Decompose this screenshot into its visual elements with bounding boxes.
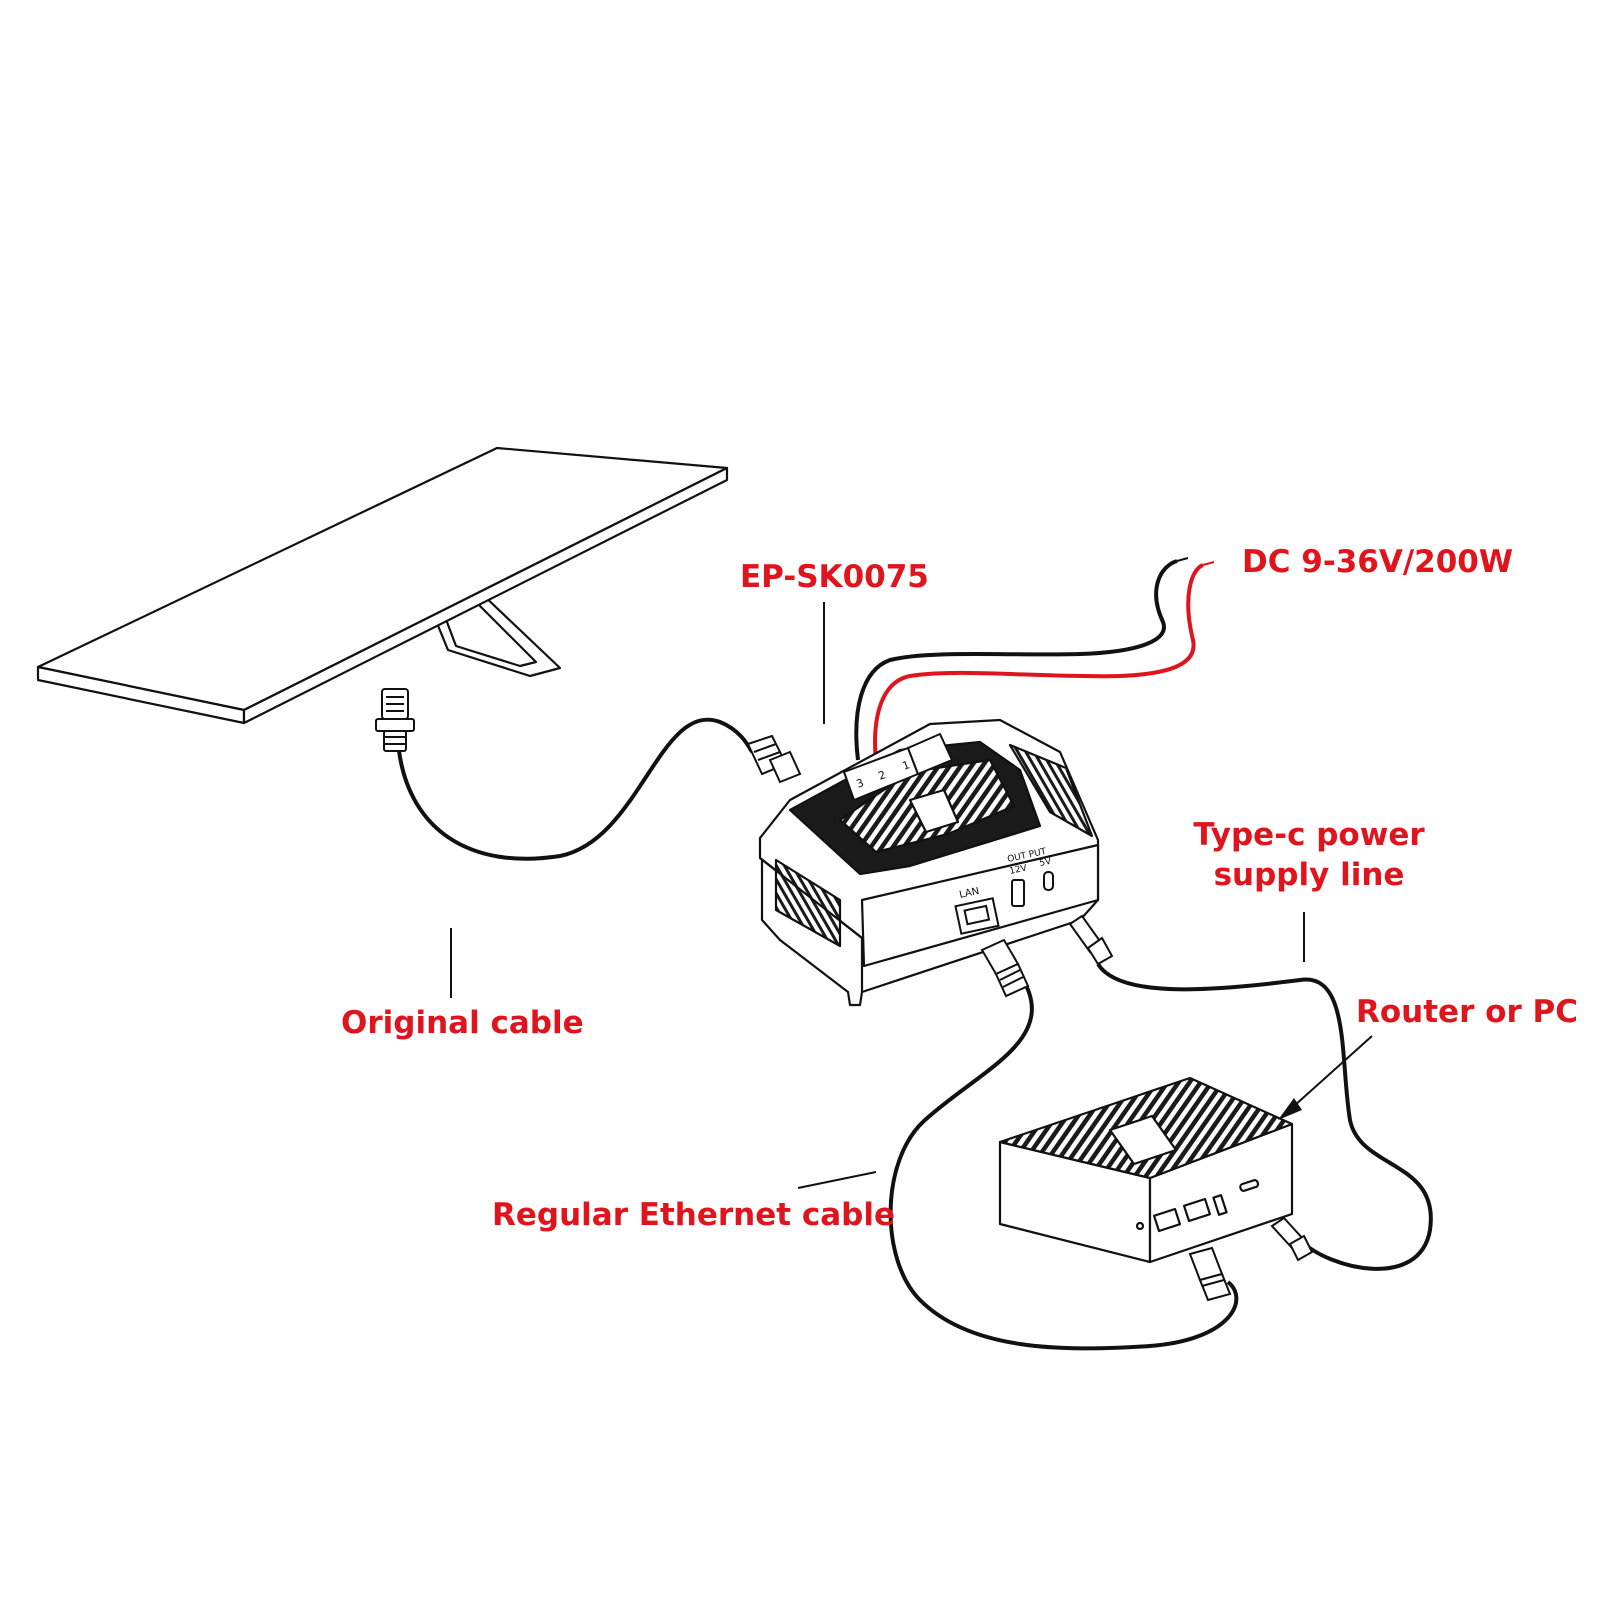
terminal-number-2: 2: [877, 768, 888, 783]
usb-output-ports: [1011, 871, 1054, 907]
power-wire-black-tip: [1176, 557, 1189, 562]
router-usb-port: [1212, 1194, 1228, 1216]
output-5v-label: 5V: [1039, 857, 1054, 869]
rj45-connector-icon: [980, 938, 1030, 998]
arrow-router: [1278, 1098, 1302, 1120]
terminal-number-1: 1: [901, 758, 912, 773]
power-wire-red: [873, 563, 1204, 763]
ethernet-cable: [888, 976, 1239, 1351]
rj45-connector-icon: [1188, 1246, 1232, 1302]
original-cable: [397, 717, 754, 861]
dish-side-edge: [242, 466, 729, 725]
lan-port: [954, 897, 1000, 935]
router-icon: [998, 1076, 1294, 1264]
router-led: [1135, 1221, 1145, 1231]
label-router: Router or PC: [1356, 994, 1579, 1030]
rj45-connector-icon: [375, 688, 415, 752]
device-heatsink-center: [908, 788, 960, 834]
output-12v-label: 12V: [1009, 863, 1029, 877]
power-wire-black: [854, 559, 1178, 761]
router-typec-port: [1239, 1179, 1260, 1192]
power-terminal-block: [842, 732, 954, 802]
usb-c-connector-icon: [1270, 1216, 1314, 1262]
label-device-model: EP-SK0075: [740, 559, 929, 595]
router-lan-port-1: [1152, 1207, 1182, 1233]
device-edge-1: [759, 857, 863, 939]
label-typec-line-2: supply line: [1213, 857, 1405, 893]
lan-port-label: LAN: [958, 886, 980, 901]
router-lan-port-2: [1182, 1197, 1212, 1223]
poe-injector-icon: [758, 718, 1100, 1007]
satellite-dish-icon: [36, 446, 729, 725]
leader-router: [1293, 1035, 1373, 1107]
label-ethernet-cable: Regular Ethernet cable: [492, 1197, 895, 1233]
label-typec-line-1: Type-c power: [1193, 817, 1425, 853]
device-left-ribs: [774, 858, 842, 948]
device-right-ribs: [1008, 743, 1094, 838]
usb-c-connector-icon: [1068, 914, 1114, 966]
label-original-cable: Original cable: [341, 1005, 584, 1041]
typec-cable: [1096, 962, 1433, 1271]
router-top-panel: [1108, 1114, 1178, 1166]
dish-cable-plug: [746, 734, 802, 784]
label-power-input: DC 9-36V/200W: [1242, 544, 1514, 580]
power-wire-red-tip: [1202, 561, 1215, 566]
dish-top-face: [36, 446, 729, 712]
terminal-number-3: 3: [855, 776, 866, 791]
leader-ethernet-cable: [797, 1171, 877, 1189]
